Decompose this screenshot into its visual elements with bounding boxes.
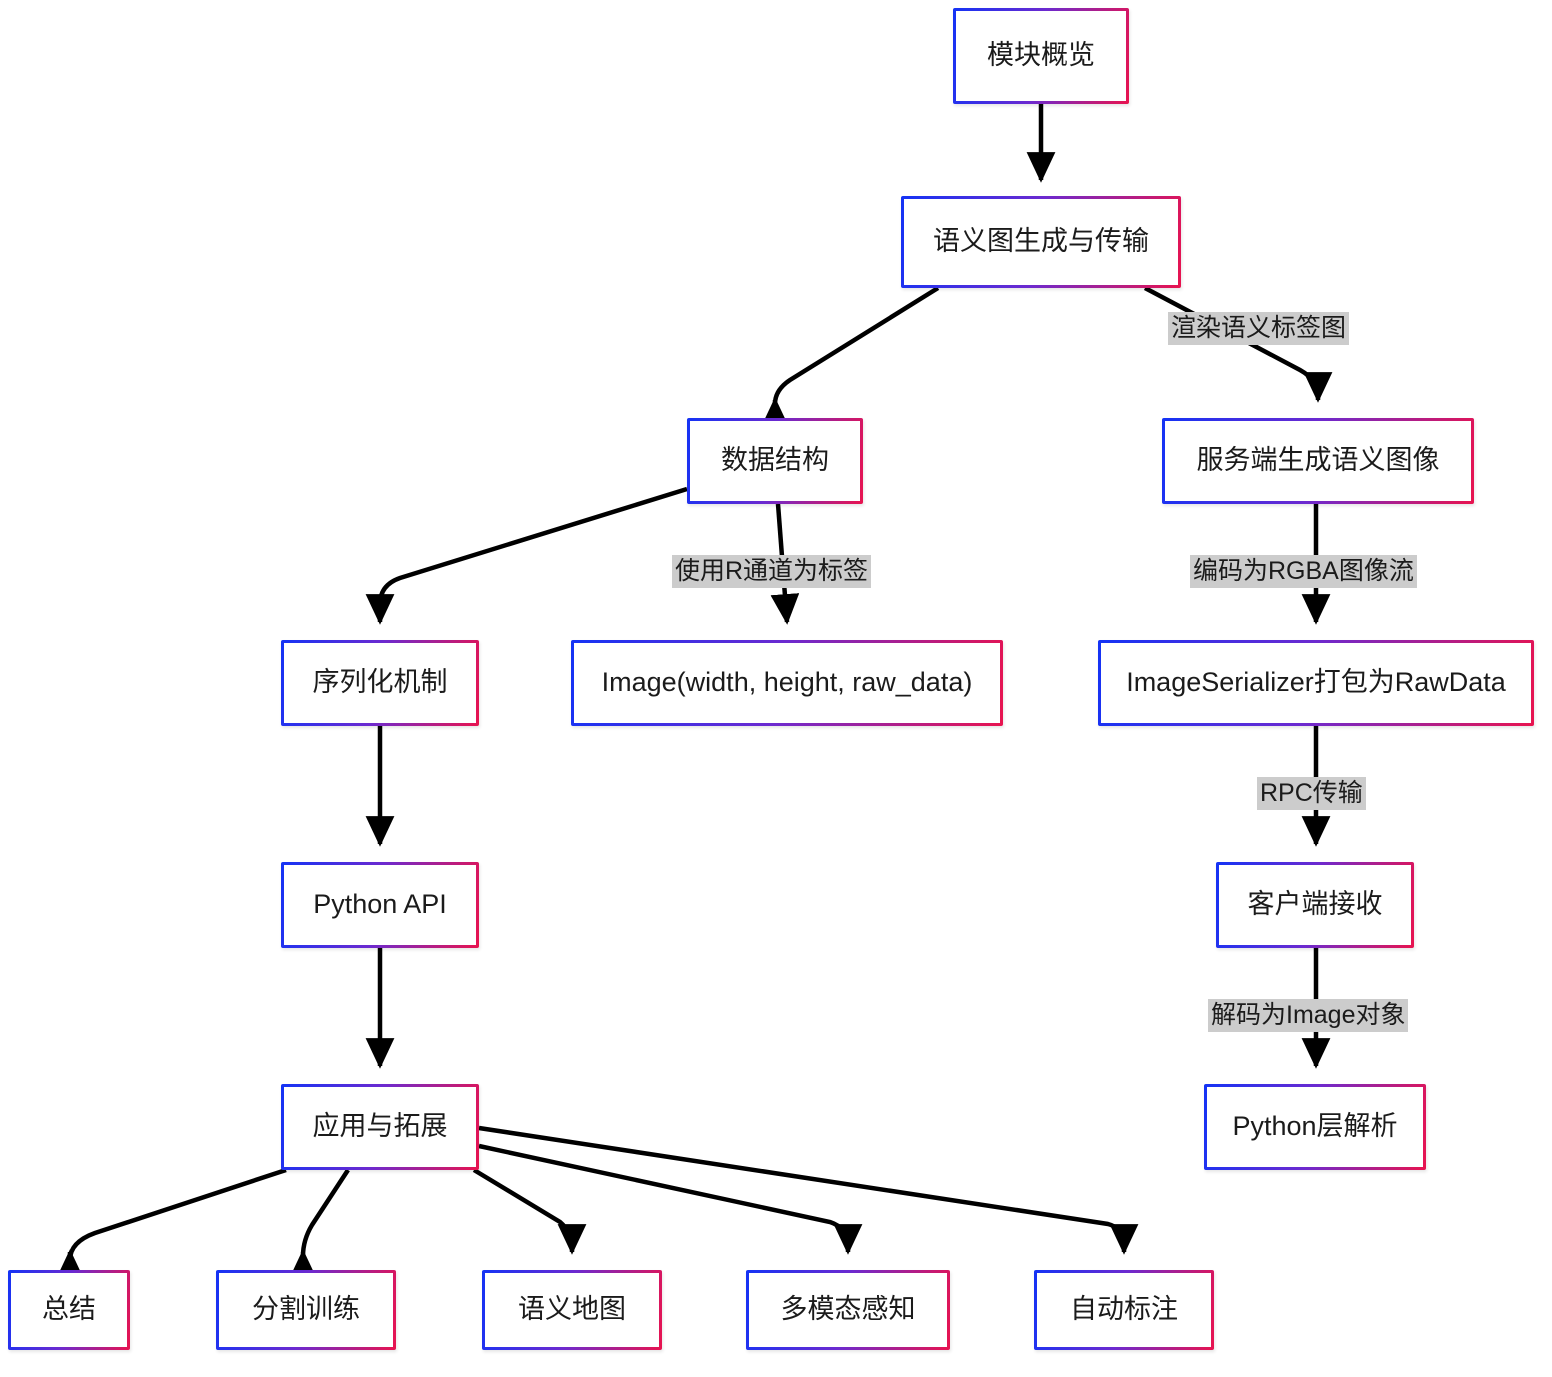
node-semantic-generation-transfer[interactable]: 语义图生成与传输 — [901, 196, 1181, 288]
node-label: Python API — [313, 889, 447, 920]
node-label: 模块概览 — [987, 40, 1095, 71]
node-label: 语义图生成与传输 — [933, 226, 1149, 257]
edge-semgen-to-datastruct — [760, 286, 940, 428]
edge-label-rpc-transfer: RPC传输 — [1257, 777, 1366, 810]
node-overview[interactable]: 模块概览 — [953, 8, 1129, 104]
node-data-structure[interactable]: 数据结构 — [687, 418, 863, 504]
node-label: 分割训练 — [252, 1294, 360, 1325]
node-label: 多模态感知 — [780, 1294, 916, 1325]
node-summary[interactable]: 总结 — [8, 1270, 130, 1350]
node-image-serializer-rawdata[interactable]: ImageSerializer打包为RawData — [1098, 640, 1534, 726]
node-image-class[interactable]: Image(width, height, raw_data) — [571, 640, 1003, 726]
node-label: 语义地图 — [518, 1294, 626, 1325]
node-label: ImageSerializer打包为RawData — [1126, 667, 1506, 698]
edge-label-render-semantic-map: 渲染语义标签图 — [1168, 312, 1350, 345]
node-label: 客户端接收 — [1247, 889, 1383, 920]
node-server-generate-semantic-image[interactable]: 服务端生成语义图像 — [1162, 418, 1474, 504]
edge-apps-to-autolabel — [478, 1125, 1139, 1255]
edge-apps-to-multimodal — [478, 1143, 863, 1255]
node-label: 应用与拓展 — [312, 1111, 448, 1142]
edge-label-encode-rgba-stream: 编码为RGBA图像流 — [1190, 555, 1417, 588]
node-python-layer-parse[interactable]: Python层解析 — [1204, 1084, 1426, 1170]
edge-datastruct-to-serialize — [365, 486, 688, 625]
node-label: Image(width, height, raw_data) — [601, 667, 973, 698]
edge-label-use-r-channel: 使用R通道为标签 — [672, 555, 872, 588]
edge-apps-to-segtrain — [288, 1168, 350, 1280]
node-label: Python层解析 — [1232, 1111, 1398, 1142]
edge-semgen-to-serverimg — [1143, 286, 1333, 403]
node-label: 服务端生成语义图像 — [1196, 445, 1440, 476]
node-python-api[interactable]: Python API — [281, 862, 479, 948]
node-serialization-mechanism[interactable]: 序列化机制 — [281, 640, 479, 726]
node-auto-labeling[interactable]: 自动标注 — [1034, 1270, 1214, 1350]
node-applications-extensions[interactable]: 应用与拓展 — [281, 1084, 479, 1170]
node-label: 总结 — [42, 1294, 96, 1325]
node-semantic-map[interactable]: 语义地图 — [482, 1270, 662, 1350]
node-segmentation-training[interactable]: 分割训练 — [216, 1270, 396, 1350]
edge-label-decode-image-object: 解码为Image对象 — [1208, 999, 1409, 1032]
node-multimodal-perception[interactable]: 多模态感知 — [746, 1270, 950, 1350]
edge-apps-to-summary — [55, 1167, 287, 1280]
node-client-receive[interactable]: 客户端接收 — [1216, 862, 1414, 948]
node-label: 自动标注 — [1070, 1294, 1178, 1325]
node-label: 数据结构 — [721, 445, 829, 476]
node-label: 序列化机制 — [312, 667, 448, 698]
edge-apps-to-semmap — [472, 1168, 587, 1255]
